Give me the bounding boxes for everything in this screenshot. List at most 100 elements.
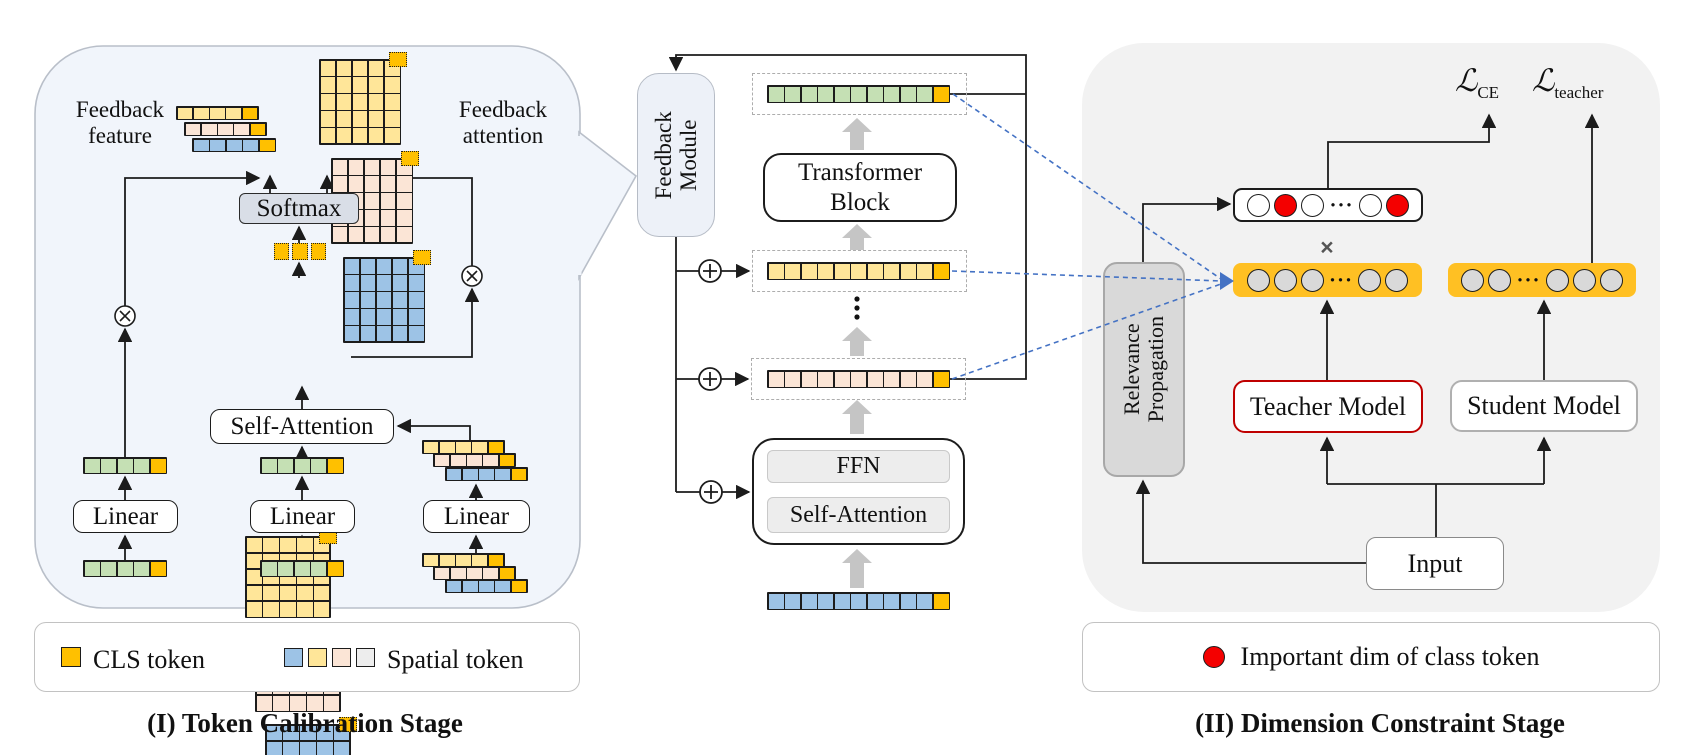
relevance-propagation-box: Relevance Propagation: [1103, 262, 1185, 477]
spatial-token-cell: [479, 468, 494, 480]
spatial-token-cell: [210, 139, 225, 151]
attention-cell: [392, 258, 408, 274]
spatial-token-swatch-pink: [332, 648, 351, 667]
attention-cell: [320, 77, 336, 93]
attention-cell: [334, 741, 350, 755]
cls-token-cell: [327, 458, 343, 473]
attention-cell: [283, 741, 299, 755]
important-dim-swatch: [1202, 646, 1225, 668]
attention-cell: [396, 210, 412, 226]
token-strip-blue: [445, 579, 528, 593]
attention-cell: [297, 537, 313, 553]
cls-token-cell: [933, 263, 949, 279]
attention-cell: [396, 193, 412, 209]
spatial-token-cell: [900, 593, 916, 609]
spatial-token-cell: [917, 86, 932, 102]
attention-cell: [332, 159, 348, 175]
attention-cell: [376, 309, 392, 325]
teacher-class-token-row: ···: [1233, 263, 1422, 297]
spatial-token-cell: [193, 107, 209, 119]
attention-cell: [317, 741, 333, 755]
attention-cell: [364, 227, 380, 243]
spatial-token-cell: [292, 243, 308, 260]
attention-cell: [246, 537, 262, 553]
attention-cell: [246, 585, 262, 601]
student-model-box: Student Model: [1450, 380, 1638, 432]
cls-token-cell: [499, 567, 515, 579]
spatial-token-cell: [483, 454, 499, 466]
dim-circle: [1301, 193, 1325, 217]
attention-cell: [344, 258, 360, 274]
attention-cell: [360, 258, 376, 274]
attention-cell: [280, 537, 296, 553]
attention-cell: [368, 77, 384, 93]
spatial-token-cell: [311, 458, 326, 473]
important-dim-circle: [1385, 193, 1409, 217]
dim-circle: [1488, 268, 1512, 292]
spatial-token-cell: [117, 561, 133, 576]
cls-corner-cell: [389, 52, 407, 67]
spatial-token-cell: [884, 593, 899, 609]
feedback-module-box: Feedback Module: [637, 73, 715, 237]
dim-circle: [1246, 268, 1270, 292]
spatial-token-cell: [900, 263, 916, 279]
spatial-token-cell: [177, 107, 193, 119]
spatial-token-cell: [243, 139, 258, 151]
attention-cell: [283, 725, 299, 741]
spatial-token-cell: [193, 139, 209, 151]
attention-cell: [336, 77, 352, 93]
dim-circle: [1273, 268, 1297, 292]
spatial-token-cell: [851, 371, 866, 387]
cls-token-swatch: [61, 647, 81, 667]
attention-cell: [396, 176, 412, 192]
token-strip-blue: [445, 467, 528, 481]
feedback-attention-grid-blue: [343, 250, 431, 343]
attention-cell: [368, 60, 384, 76]
attention-cell: [392, 309, 408, 325]
attention-cell: [307, 695, 323, 711]
attention-cell: [364, 210, 380, 226]
cls-token-cell: [488, 554, 504, 566]
feedback-attention-grid-yellow: [319, 52, 407, 145]
cls-token-cell: [150, 561, 166, 576]
spatial-token-cell: [226, 139, 242, 151]
attention-cell: [384, 77, 400, 93]
spatial-token-cell: [226, 107, 242, 119]
spatial-token-cell: [818, 593, 833, 609]
attention-cell: [368, 128, 384, 144]
spatial-token-cell: [834, 86, 850, 102]
attention-cell: [300, 741, 316, 755]
spatial-token-cell: [801, 371, 817, 387]
spatial-token-cell: [467, 567, 482, 579]
attention-cell: [380, 210, 396, 226]
otimes-icon: [114, 305, 136, 327]
attention-cell: [376, 258, 392, 274]
spatial-token-cell: [218, 123, 233, 135]
cls-token-cell: [259, 139, 275, 151]
spatial-token-cell: [818, 263, 833, 279]
dim-circle: [1300, 268, 1324, 292]
attention-cell: [352, 128, 368, 144]
dim-circle: [1385, 268, 1408, 292]
layer-output-strip-green: [767, 85, 950, 103]
spatial-token-cell: [768, 371, 784, 387]
spatial-token-cell: [900, 86, 916, 102]
spatial-token-cell: [185, 123, 201, 135]
spatial-token-cell: [310, 243, 326, 260]
dim-circle: [1599, 268, 1623, 292]
attention-cell: [256, 695, 272, 711]
spatial-token-cell: [311, 561, 326, 576]
spatial-token-cell: [818, 371, 833, 387]
token-strip-yellow: [422, 553, 505, 567]
attention-cell: [280, 601, 296, 617]
dim-circle: [1572, 268, 1596, 292]
attention-cell: [392, 275, 408, 291]
attention-cell: [266, 741, 282, 755]
spatial-token-label: Spatial token: [387, 645, 524, 674]
cls-token-cell: [250, 123, 266, 135]
attention-cell: [368, 94, 384, 110]
attention-cell: [408, 292, 424, 308]
attention-cell: [280, 585, 296, 601]
attention-cell: [348, 159, 364, 175]
